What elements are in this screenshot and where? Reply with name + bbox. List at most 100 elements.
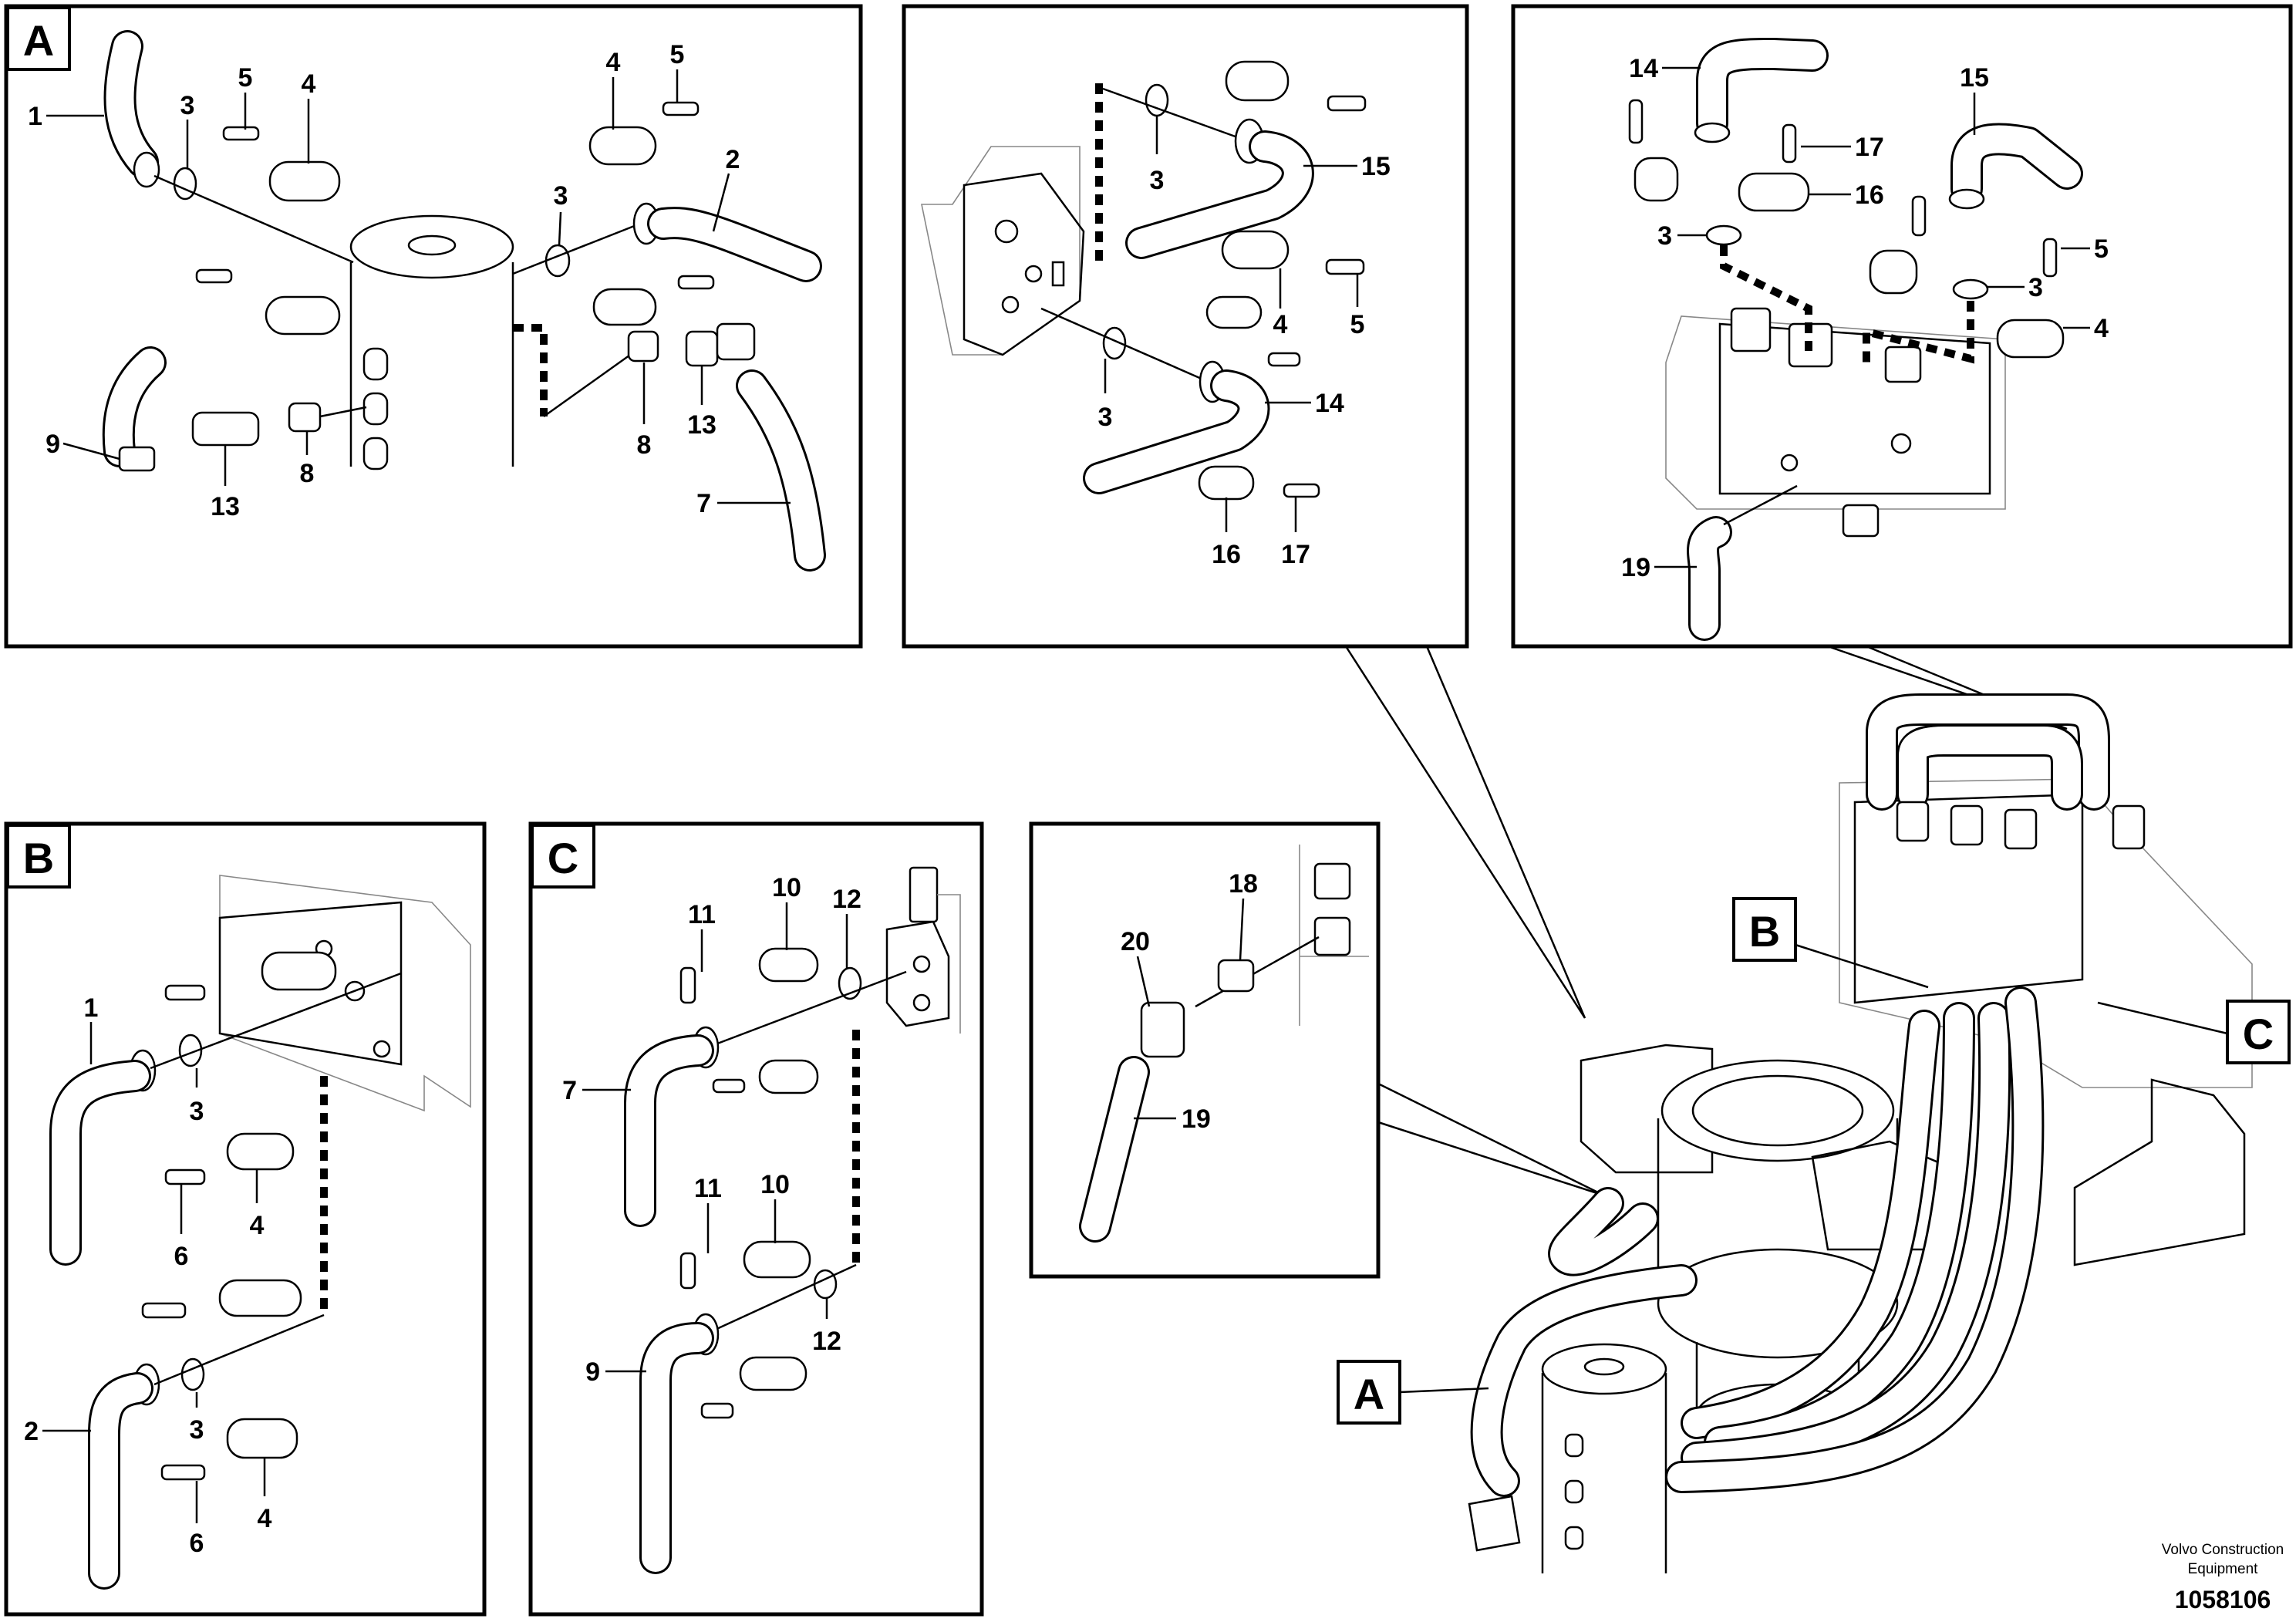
panel-d: 20 18 19 (1029, 821, 1381, 1279)
callout-m-4: 4 (1273, 310, 1288, 339)
callout-m-5: 5 (1350, 310, 1365, 339)
callout-c-11: 11 (688, 900, 716, 929)
panel-top-right: 14 15 17 16 3 5 3 4 19 (1511, 4, 2293, 649)
elbow-15-tr (1948, 188, 1985, 210)
callout-m-3: 3 (1150, 166, 1165, 195)
nut-9 (118, 446, 156, 472)
callout-a-8: 8 (300, 459, 315, 488)
flange-half-10-c (758, 947, 819, 983)
callout-m-16: 16 (1212, 540, 1241, 569)
screw-b-top (164, 984, 206, 1001)
callout-b-2: 2 (24, 1417, 39, 1446)
screw-tr-mid (1911, 195, 1927, 237)
callouts-a: 1 3 5 4 4 5 2 3 9 13 8 8 13 7 (28, 40, 791, 521)
panel-c-letter-box (531, 824, 595, 889)
callout-box-c-letter: C (2243, 1010, 2274, 1058)
callout-tr-17: 17 (1855, 133, 1884, 162)
callouts-d: 20 18 19 (1121, 869, 1258, 1134)
screw-5-right (662, 101, 700, 116)
callout-tr-5: 5 (2094, 234, 2109, 264)
panel-c-letter: C (548, 834, 578, 882)
callout-d-20: 20 (1121, 927, 1150, 956)
screw-6-b (164, 1168, 206, 1185)
callout-a-4b: 4 (606, 48, 621, 77)
pointer-top-middle (1344, 646, 1586, 1019)
callout-b-4b: 4 (258, 1504, 272, 1533)
adapter-13-right (685, 330, 719, 367)
panel-b-letter-box (6, 824, 71, 889)
screw (195, 268, 233, 284)
screw-tr-1 (1628, 99, 1644, 144)
valve-plug (1051, 261, 1065, 287)
callout-a-1: 1 (28, 102, 42, 131)
callouts-b: 1 3 6 4 2 3 6 4 (24, 993, 271, 1558)
screw-5-tr (2042, 238, 2058, 278)
swivel-joint-main (1468, 1343, 1667, 1573)
main-assembly: B C A (1337, 645, 2291, 1573)
callout-a-8b: 8 (637, 430, 652, 460)
flange-half-4 (268, 160, 341, 202)
o-ring-3-tr (1705, 224, 1742, 246)
callout-b-6: 6 (174, 1242, 189, 1271)
flange-half-tr-mid (1869, 249, 1918, 295)
screw-6-b-lower (160, 1464, 206, 1481)
screw-17-tr (1782, 123, 1797, 164)
callouts-c: 11 10 12 7 11 10 9 12 (562, 873, 861, 1387)
flange-half (265, 295, 341, 336)
screw-11-c-lower (679, 1252, 696, 1290)
panel-top-middle-frame (902, 4, 1469, 649)
callout-d-19: 19 (1182, 1104, 1211, 1134)
callout-c-12: 12 (832, 885, 861, 914)
doc-id: 1058106 (2175, 1586, 2271, 1614)
flange-half-mid (1205, 295, 1263, 329)
callouts-top-middle: 3 15 4 5 3 14 16 17 (1098, 116, 1391, 569)
swing-motor (1580, 1044, 1945, 1448)
elbow-20 (1140, 1001, 1185, 1058)
connection-dashed (513, 324, 548, 416)
flange-half-tr-1 (1633, 157, 1679, 202)
callout-tr-15: 15 (1960, 63, 1989, 93)
flange-half-4-mid (1221, 230, 1290, 270)
panel-b: B 1 3 (4, 821, 487, 1617)
callout-m-17: 17 (1281, 540, 1310, 569)
flange-half-b-lower (218, 1279, 302, 1317)
elbow-right (716, 322, 756, 361)
fitting-1 (133, 151, 160, 188)
flange-half-4-tr (1996, 319, 2065, 359)
screw-lower-right (677, 275, 715, 290)
callout-tr-16: 16 (1855, 180, 1884, 210)
callout-b-1: 1 (84, 993, 99, 1023)
flange-half-4-b-lower (226, 1418, 298, 1459)
callout-b-4: 4 (250, 1211, 265, 1240)
callout-a-13: 13 (211, 492, 240, 521)
valve-cap-c (909, 866, 939, 923)
screw-c-lower (700, 1402, 734, 1419)
o-ring-3-mid-lower (1102, 326, 1127, 360)
panel-a-frame (4, 4, 863, 649)
o-ring-3-right (544, 244, 571, 278)
screw-top (1327, 95, 1367, 112)
callout-box-b-letter: B (1749, 907, 1780, 956)
pointer-top-right (1827, 645, 2068, 730)
o-ring-12-c-lower (813, 1269, 838, 1300)
port-d-top (1313, 862, 1351, 900)
flange-half-16 (1198, 465, 1255, 501)
brand-line-1: Volvo Construction (2162, 1542, 2284, 1558)
flange-half-c-mid (758, 1059, 819, 1094)
callout-tr-19: 19 (1621, 553, 1650, 582)
callout-c-10b: 10 (760, 1170, 790, 1199)
panel-a-letter-box (6, 6, 71, 71)
panel-top-right-frame (1511, 4, 2293, 649)
callout-a-9: 9 (46, 430, 60, 459)
swivel-cylinder (349, 214, 514, 470)
control-valve-block (921, 146, 1085, 356)
flange-half-b-top (261, 951, 337, 991)
valve-block-b (218, 875, 471, 1112)
screw-17 (1283, 483, 1320, 498)
callout-box-c (2226, 1000, 2291, 1064)
callout-tr-3b: 3 (2028, 273, 2043, 302)
nipple-8-right (627, 330, 659, 363)
callout-box-b (1732, 897, 1797, 962)
callout-m-14: 14 (1315, 389, 1344, 418)
